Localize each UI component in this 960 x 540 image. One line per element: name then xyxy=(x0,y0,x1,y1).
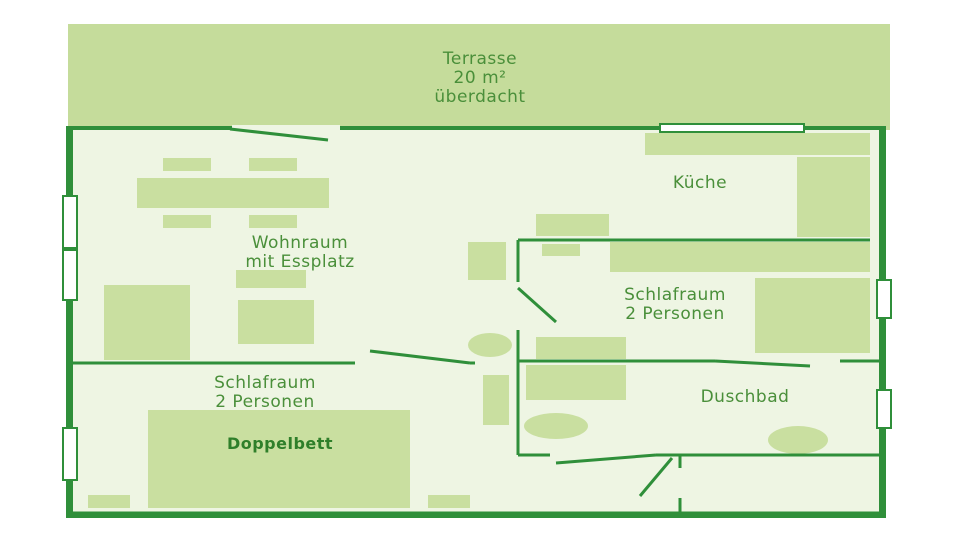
bed-right xyxy=(755,278,870,353)
kitchen-island xyxy=(536,214,609,236)
window xyxy=(876,389,892,429)
bedroom-left-label: Schlafraum 2 Personen xyxy=(160,374,370,412)
washbasin xyxy=(524,413,588,439)
door-leaf xyxy=(555,453,657,465)
sofa xyxy=(104,285,190,360)
bedroom-right-label: Schlafraum 2 Personen xyxy=(570,286,780,324)
dining-chair xyxy=(249,158,297,171)
wardrobe xyxy=(610,242,870,272)
door-opening xyxy=(232,125,340,133)
terrace-area-size: 20 m² xyxy=(453,68,507,88)
door-leaf xyxy=(638,457,674,497)
armchair xyxy=(236,270,306,288)
toilet xyxy=(768,426,828,454)
window xyxy=(62,249,78,301)
window xyxy=(62,195,78,249)
hall-shelf xyxy=(483,375,509,425)
shower-tray xyxy=(526,365,626,400)
nightstand xyxy=(542,244,580,256)
coffee-table xyxy=(238,300,314,344)
kitchen-label: Küche xyxy=(620,174,780,193)
terrace-note: überdacht xyxy=(434,87,526,107)
dining-table xyxy=(137,178,329,208)
bathroom-cabinet xyxy=(536,337,626,359)
kitchen-counter-side xyxy=(797,157,870,237)
side-cabinet xyxy=(468,242,506,280)
shower-room-name: Duschbad xyxy=(700,387,790,407)
window xyxy=(62,427,78,481)
double-bed-label: Doppelbett xyxy=(170,434,390,453)
door-leaf xyxy=(369,349,471,365)
terrace-area xyxy=(68,24,890,130)
terrace-door xyxy=(229,127,329,142)
living-room-name: Wohnraum xyxy=(251,233,349,253)
window xyxy=(659,123,805,133)
bedroom-right-capacity: 2 Personen xyxy=(625,304,725,324)
door-leaf xyxy=(516,286,558,324)
double-bed-name: Doppelbett xyxy=(226,434,334,453)
bedroom-right-name: Schlafraum xyxy=(624,285,726,305)
shower-room-label: Duschbad xyxy=(640,388,850,407)
bedroom-left-capacity: 2 Personen xyxy=(215,392,315,412)
window xyxy=(876,279,892,319)
living-room-subtitle: mit Essplatz xyxy=(245,252,355,272)
dining-chair xyxy=(249,215,297,228)
terrace-name: Terrasse xyxy=(442,49,518,69)
nightstand xyxy=(428,495,470,508)
dining-chair xyxy=(163,158,211,171)
kitchen-counter-top xyxy=(645,133,870,155)
double-bed xyxy=(148,410,410,508)
nightstand xyxy=(88,495,130,508)
kitchen-name: Küche xyxy=(672,173,728,193)
dining-chair xyxy=(163,215,211,228)
terrace-label: Terrasse 20 m² überdacht xyxy=(380,50,580,107)
living-room-label: Wohnraum mit Essplatz xyxy=(170,234,430,272)
door-leaf xyxy=(714,359,811,368)
bedroom-left-name: Schlafraum xyxy=(214,373,316,393)
round-stool xyxy=(468,333,512,357)
